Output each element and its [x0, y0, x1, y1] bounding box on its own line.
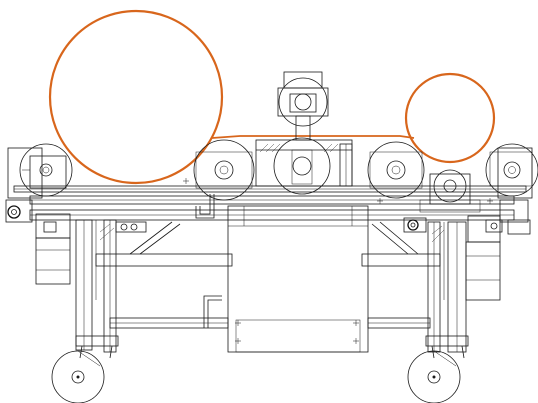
small-rewind-roll [404, 72, 496, 164]
center-nip-roller [273, 137, 331, 195]
web-material [211, 135, 415, 139]
drive-roller-right [419, 169, 481, 213]
guide-roller-mid-right [367, 141, 425, 199]
guide-roller-right [485, 143, 538, 197]
fastener-marks [183, 178, 493, 344]
hatch-accents [99, 143, 445, 243]
material-path [48, 9, 496, 185]
guide-roller-mid-left [193, 139, 255, 201]
large-supply-roll [48, 9, 224, 185]
caster-wheel-right [407, 335, 469, 403]
motor-left [35, 213, 147, 285]
top-roller-assembly [273, 71, 331, 195]
caster-wheel-left [51, 335, 119, 403]
motor-right [403, 215, 503, 301]
main-frame [5, 139, 533, 353]
guide-roller-left [19, 143, 73, 197]
